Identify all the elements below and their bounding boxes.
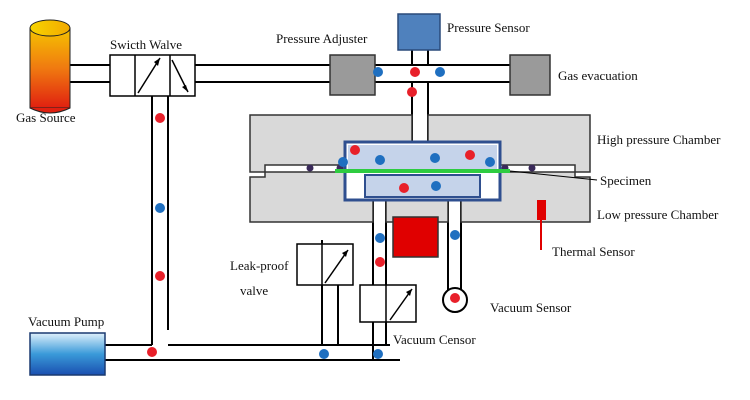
blue-particle bbox=[431, 181, 441, 191]
pressure-sensor bbox=[397, 13, 441, 51]
red-particle bbox=[410, 67, 420, 77]
vacuum-censor-valve bbox=[359, 284, 417, 323]
switch-valve-label: Swicth Walve bbox=[110, 37, 182, 52]
blue-particle bbox=[375, 155, 385, 165]
red-particle bbox=[155, 271, 165, 281]
pressure-sensor-label: Pressure Sensor bbox=[447, 20, 530, 35]
blue-particle bbox=[373, 67, 383, 77]
red-particle bbox=[399, 183, 409, 193]
inner-test-cell bbox=[343, 140, 502, 202]
blue-particle bbox=[450, 230, 460, 240]
thermal-sensor bbox=[537, 200, 546, 220]
gas-evacuation-unit bbox=[509, 54, 551, 96]
blue-particle bbox=[338, 157, 348, 167]
vacuum-censor-label: Vacuum Censor bbox=[393, 332, 476, 347]
high-pressure-chamber bbox=[249, 114, 591, 173]
vacuum-pump bbox=[29, 332, 106, 376]
switch-valve bbox=[109, 54, 196, 97]
high-pressure-chamber-label: High pressure Chamber bbox=[597, 132, 721, 147]
pipe-network bbox=[70, 50, 510, 361]
gas-source-label: Gas Source bbox=[16, 110, 76, 125]
red-particle bbox=[375, 257, 385, 267]
gas-source-cylinder bbox=[29, 19, 71, 114]
leak-proof-valve-label-2: valve bbox=[240, 283, 268, 298]
blue-particle bbox=[375, 233, 385, 243]
red-particle bbox=[465, 150, 475, 160]
pressure-adjuster bbox=[329, 54, 376, 96]
gas-particles bbox=[147, 67, 495, 359]
vacuum-sensor-label: Vacuum Sensor bbox=[490, 300, 572, 315]
seal-ring bbox=[528, 164, 536, 172]
blue-particle bbox=[485, 157, 495, 167]
blue-particle bbox=[435, 67, 445, 77]
red-particle bbox=[450, 293, 460, 303]
red-particle bbox=[147, 347, 157, 357]
thermal-sensor-label: Thermal Sensor bbox=[552, 244, 635, 259]
pressure-adjuster-label: Pressure Adjuster bbox=[276, 31, 368, 46]
blue-particle bbox=[430, 153, 440, 163]
leak-proof-valve bbox=[296, 243, 354, 286]
specimen-label: Specimen bbox=[600, 173, 652, 188]
specimen-leader-line bbox=[509, 170, 598, 181]
blue-particle bbox=[155, 203, 165, 213]
heater-block bbox=[392, 216, 439, 258]
low-pressure-chamber-label: Low pressure Chamber bbox=[597, 207, 719, 222]
blue-particle bbox=[373, 349, 383, 359]
red-particle bbox=[350, 145, 360, 155]
seal-ring bbox=[306, 164, 314, 172]
blue-particle bbox=[319, 349, 329, 359]
red-particle bbox=[407, 87, 417, 97]
gas-evacuation-label: Gas evacuation bbox=[558, 68, 638, 83]
red-particle bbox=[155, 113, 165, 123]
leak-proof-valve-label-1: Leak-proof bbox=[230, 258, 289, 273]
vacuum-pump-label: Vacuum Pump bbox=[28, 314, 104, 329]
